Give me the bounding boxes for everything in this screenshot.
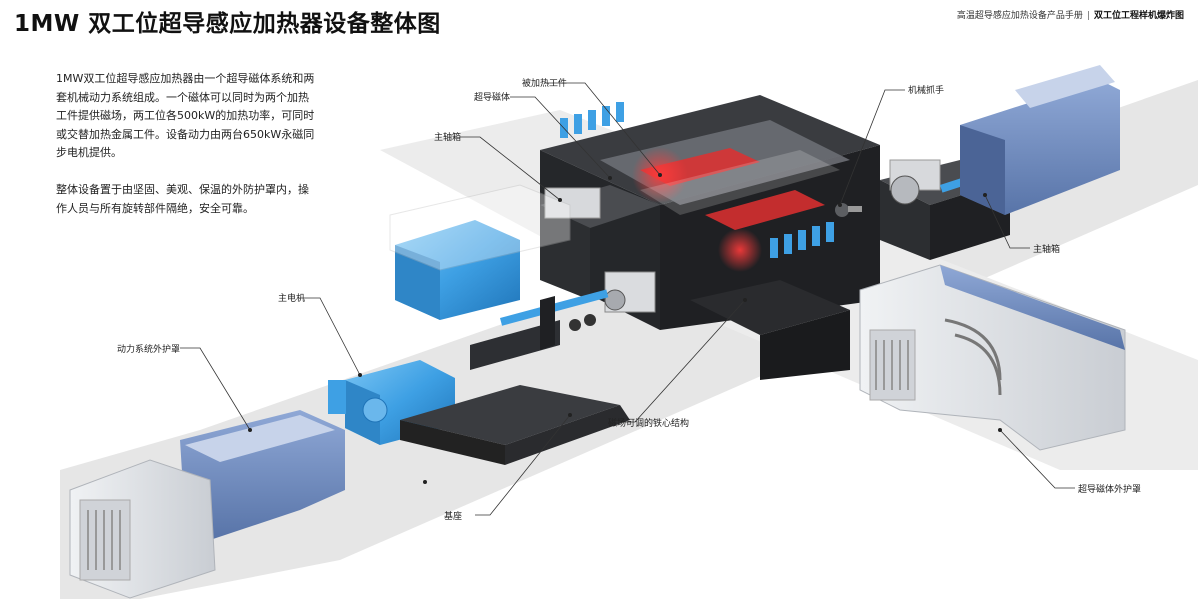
intro-text: 1MW双工位超导感应加热器由一个超导磁体系统和两套机械动力系统组成。一个磁体可以… [56,70,318,236]
callout-workpiece: 被加热工件 [522,79,568,89]
callout-spindle-left: 主轴箱 [434,133,462,143]
leader-lines [180,82,1075,516]
upper-motor [389,184,571,320]
left-spindle-box [540,185,660,313]
callout-iron-core: 磁场可调的铁心结构 [608,419,690,429]
callout-base: 基座 [444,512,463,522]
leader-dots [248,173,1002,484]
callout-spindle-right: 主轴箱 [1033,245,1061,255]
drive-system-cover [69,410,345,599]
manipulator [835,203,862,217]
iron-core [690,280,850,380]
section-name: 双工位工程样机爆炸图 [1093,11,1184,21]
callout-manipulator: 机械抓手 [908,86,945,96]
intro-paragraph-1: 1MW双工位超导感应加热器由一个超导磁体系统和两套机械动力系统组成。一个磁体可以… [56,72,315,160]
base [400,296,630,465]
callout-drive-cover: 动力系统外护罩 [117,345,181,355]
page-title: 1MW 双工位超导感应加热器设备整体图 [14,11,441,37]
right-drive-cover [960,65,1120,215]
magnet-outer-cover [859,264,1126,451]
callout-magnet: 超导磁体 [474,93,511,103]
callout-magnet-cover: 超导磁体外护罩 [1078,485,1142,495]
header-separator: | [1086,11,1090,21]
header-meta: 高温超导感应加热设备产品手册|双工位工程样机爆炸图 [957,8,1184,21]
intro-paragraph-2: 整体设备置于由坚固、美观、保温的外防护罩内，操作人员与所有旋转部件隔绝，安全可靠… [56,182,309,215]
callout-motor: 主电机 [278,294,306,304]
manual-name: 高温超导感应加热设备产品手册 [956,11,1083,21]
